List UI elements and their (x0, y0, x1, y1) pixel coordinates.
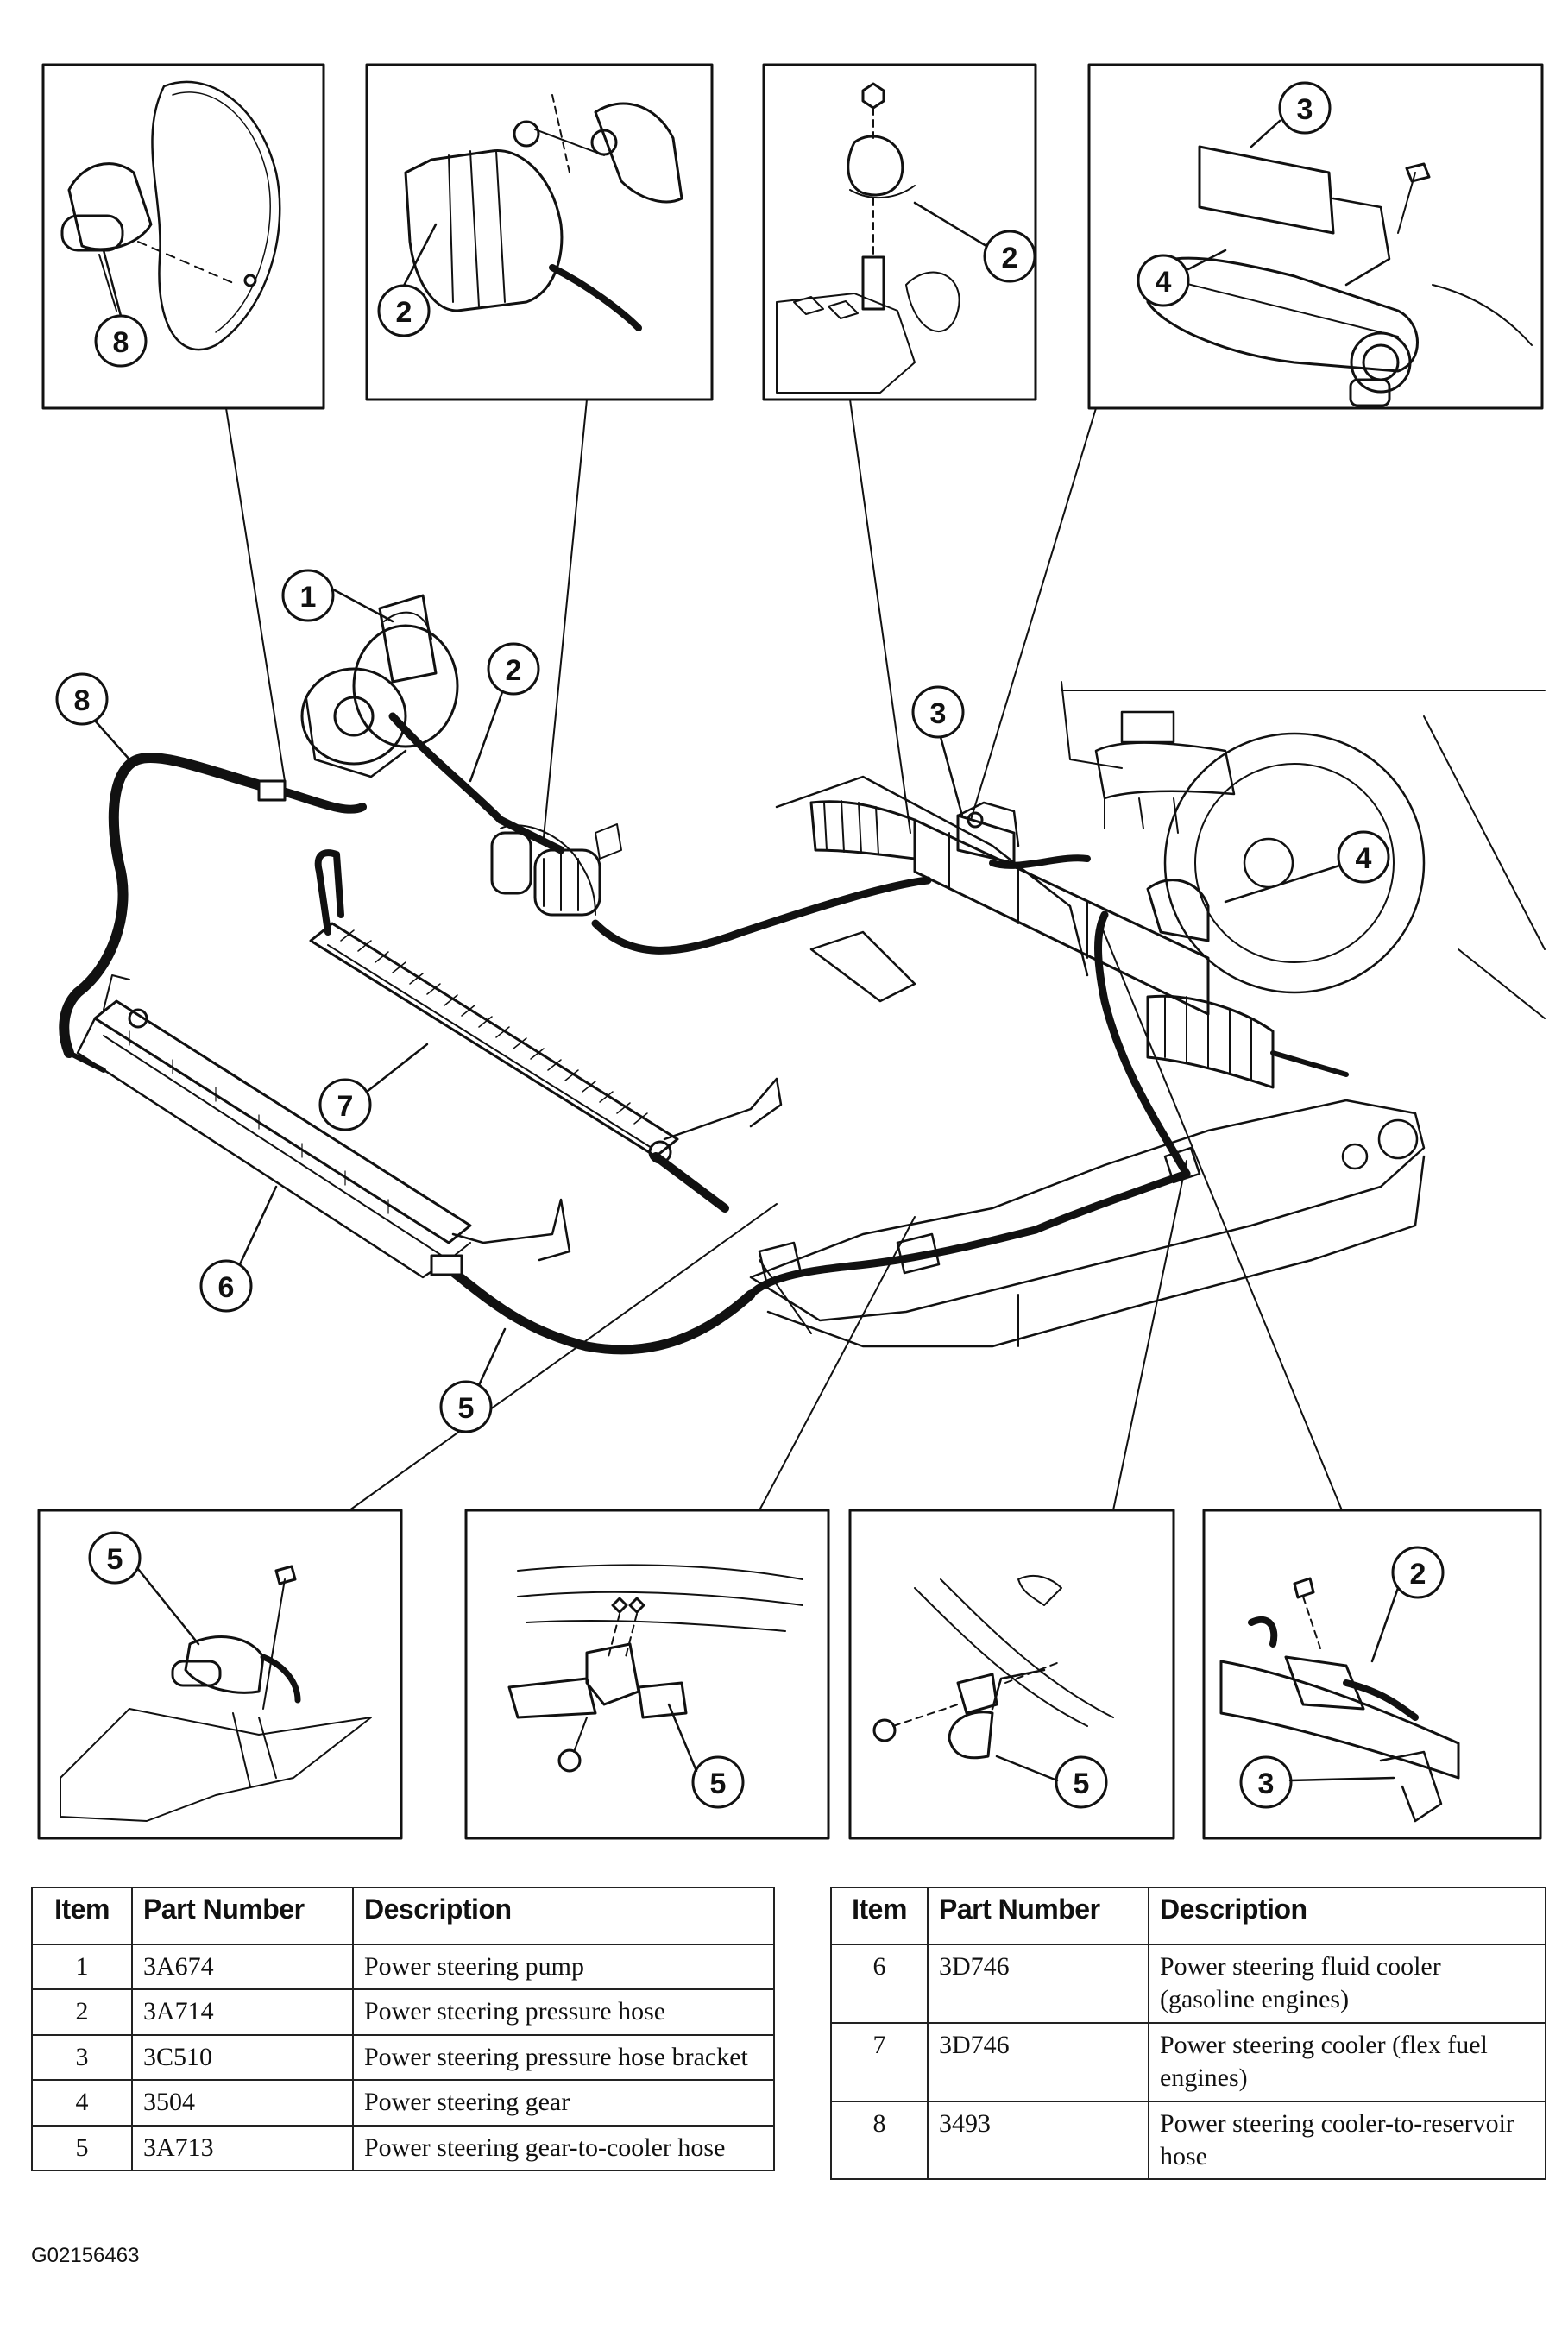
callout-8-inset: 8 (113, 326, 129, 359)
callout-2-inset-clamp: 2 (1002, 242, 1018, 274)
pressure-hose (388, 712, 932, 955)
callout-4-inset: 4 (1156, 266, 1172, 299)
power-steering-fluid-cooler-gasoline (66, 974, 571, 1279)
inset-pressure-hose-clamp (365, 63, 714, 401)
leader-lines (225, 399, 1343, 1511)
table-header-row: Item Part Number Description (830, 1887, 1546, 1945)
figure-id: G02156463 (31, 2244, 140, 2267)
cooler-to-reservoir-hose (59, 753, 367, 1058)
inset-bottom-4 (1202, 1509, 1542, 1840)
part-number-cell: 3C510 (131, 2033, 354, 2082)
header-part-number: Part Number (927, 1887, 1149, 1945)
power-steering-cooler-flex-fuel (309, 849, 783, 1213)
callout-8: 8 (74, 684, 91, 717)
item-cell: 4 (31, 2079, 133, 2127)
part-number-cell: 3A674 (131, 1943, 354, 1991)
callout-1: 1 (300, 581, 317, 614)
parts-table-left: Item Part Number Description 1 3A674 Pow… (31, 1887, 775, 2171)
callout-3-inset: 3 (1297, 93, 1313, 126)
callout-5-inset-1: 5 (107, 1543, 123, 1576)
item-cell: 1 (31, 1943, 133, 1991)
description-cell: Power steering pressure hose (352, 1988, 775, 2036)
item-cell: 5 (31, 2124, 133, 2171)
callout-2-inset-bottom: 2 (1410, 1558, 1426, 1591)
header-item: Item (31, 1887, 133, 1945)
table-row: 5 3A713 Power steering gear-to-cooler ho… (31, 2124, 775, 2171)
table-row: 1 3A674 Power steering pump (31, 1943, 775, 1991)
inset-cooler-to-reservoir-hose (41, 63, 325, 410)
description-cell: Power steering pressure hose bracket (352, 2033, 775, 2082)
description-cell: Power steering gear (352, 2079, 775, 2127)
callout-6: 6 (218, 1271, 235, 1304)
power-steering-pump (300, 594, 459, 778)
part-number-cell: 3D746 (927, 2021, 1149, 2102)
header-item: Item (830, 1887, 929, 1945)
part-number-cell: 3493 (927, 2100, 1149, 2181)
callout-arrows (93, 119, 1400, 1782)
callout-7: 7 (337, 1090, 354, 1123)
table-header-row: Item Part Number Description (31, 1887, 775, 1945)
callout-2-inset: 2 (396, 296, 412, 329)
callout-3: 3 (930, 697, 947, 730)
item-cell: 3 (31, 2033, 133, 2082)
table-row: 2 3A714 Power steering pressure hose (31, 1988, 775, 2036)
callout-circles (55, 81, 1445, 1809)
inset-bracket-on-steering-gear (1087, 63, 1544, 410)
part-number-cell: 3A713 (131, 2124, 354, 2171)
callout-5-inset-3: 5 (1074, 1767, 1090, 1800)
description-cell: Power steering cooler (flex fuel engines… (1148, 2021, 1546, 2102)
item-cell: 7 (830, 2021, 929, 2102)
part-number-cell: 3D746 (927, 1944, 1149, 2024)
parts-table-right: Item Part Number Description 6 3D746 Pow… (830, 1887, 1546, 2181)
inset-bottom-2 (464, 1509, 830, 1840)
description-cell: Power steering fluid cooler (gasoline en… (1148, 1944, 1546, 2024)
description-cell: Power steering gear-to-cooler hose (352, 2124, 775, 2171)
brake-booster (1061, 681, 1546, 1019)
table-row: 4 3504 Power steering gear (31, 2079, 775, 2127)
table-row: 8 3493 Power steering cooler-to-reservoi… (830, 2100, 1546, 2181)
gear-to-cooler-hose (430, 910, 1201, 1355)
pressure-hose-bracket (956, 801, 1020, 847)
description-cell: Power steering cooler-to-reservoir hose (1148, 2100, 1546, 2181)
item-cell: 2 (31, 1988, 133, 2036)
part-number-cell: 3A714 (131, 1988, 354, 2036)
inset-bottom-1 (37, 1509, 403, 1840)
callout-4: 4 (1356, 842, 1372, 875)
callout-5: 5 (458, 1392, 475, 1425)
inset-hose-clamp-bolt (762, 63, 1037, 401)
description-cell: Power steering pump (352, 1943, 775, 1991)
callout-2: 2 (506, 654, 522, 687)
item-cell: 8 (830, 2100, 929, 2181)
callout-5-inset-2: 5 (710, 1767, 727, 1800)
header-part-number: Part Number (131, 1887, 354, 1945)
table-row: 6 3D746 Power steering fluid cooler (gas… (830, 1944, 1546, 2024)
subframe-crossmember (749, 775, 1426, 1348)
callout-3-inset-bottom: 3 (1258, 1767, 1275, 1800)
table-row: 3 3C510 Power steering pressure hose bra… (31, 2033, 775, 2082)
item-cell: 6 (830, 1944, 929, 2024)
inset-bottom-3 (848, 1509, 1175, 1840)
power-steering-gear (809, 800, 1349, 1089)
header-description: Description (1148, 1887, 1546, 1945)
header-description: Description (352, 1887, 775, 1945)
part-number-cell: 3504 (131, 2079, 354, 2127)
table-row: 7 3D746 Power steering cooler (flex fuel… (830, 2021, 1546, 2102)
